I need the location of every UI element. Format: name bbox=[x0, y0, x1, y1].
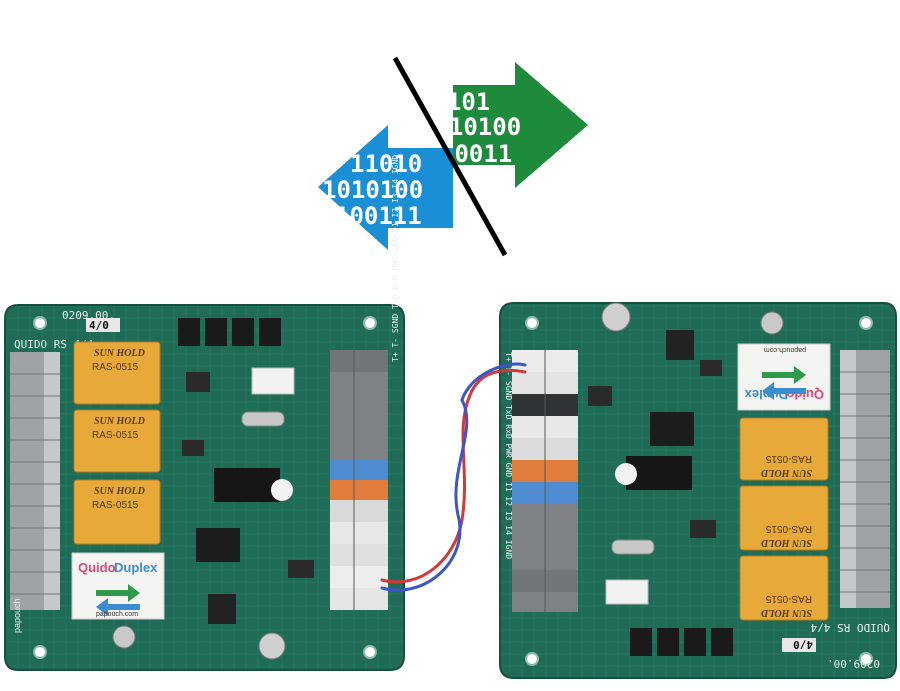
left-os-sticker bbox=[271, 479, 293, 501]
left-relay-1-brand: SUN HOLD bbox=[94, 348, 145, 359]
left-relay-terminal-block bbox=[10, 352, 60, 610]
right-logo-green-arrow-icon bbox=[762, 366, 806, 384]
left-logo-green-arrow-icon bbox=[96, 584, 140, 602]
left-board: 0209.00. QUIDO RS 4/4 4/0 SUN HOLD RAS-0… bbox=[4, 155, 405, 671]
twisted-pair-cable bbox=[380, 362, 527, 592]
left-terminal-labels: T+ T- SGND TxD RxD PWR GND I1 I2 I3 I4 I… bbox=[391, 155, 400, 362]
right-os-sticker bbox=[615, 463, 637, 485]
data-arrows: 01101 1010100 10011 11010 1010100 100111 bbox=[318, 56, 588, 257]
blue-arrow: 11010 1010100 100111 bbox=[318, 125, 453, 250]
right-relay-1: SUN HOLD RAS-0515 bbox=[739, 417, 829, 481]
right-relay-1-model: RAS-0515 bbox=[765, 453, 812, 464]
right-relay-3-model: RAS-0515 bbox=[765, 593, 812, 604]
blue-arrow-row-1: 11010 bbox=[350, 150, 422, 178]
left-microcontroller-chip bbox=[214, 468, 280, 502]
left-relay-3-brand: SUN HOLD bbox=[94, 486, 145, 497]
left-version-tag: 4/0 bbox=[89, 319, 109, 332]
right-relay-3: SUN HOLD RAS-0515 bbox=[739, 555, 829, 621]
green-arrow-row-1: 01101 bbox=[418, 88, 490, 116]
left-logo-blue-arrow-icon bbox=[96, 598, 140, 616]
left-components bbox=[112, 318, 314, 660]
right-quido-duplex-logo: Quido Duplex papouch.com bbox=[737, 343, 831, 411]
right-version-tag: 4/0 bbox=[793, 638, 813, 651]
right-relay-2-model: RAS-0515 bbox=[765, 523, 812, 534]
right-relay-3-brand: SUN HOLD bbox=[761, 607, 812, 618]
right-logo-blue-arrow-icon bbox=[762, 382, 806, 400]
left-relay-2-brand: SUN HOLD bbox=[94, 416, 145, 427]
left-logo-duplex: Duplex bbox=[114, 560, 158, 575]
right-microcontroller-chip bbox=[626, 456, 692, 490]
left-logo-url: papouch.com bbox=[96, 611, 138, 618]
right-part-number: 0209.00. bbox=[827, 657, 880, 670]
right-relay-terminal-block bbox=[840, 350, 890, 608]
right-components bbox=[588, 302, 784, 656]
right-capacitor bbox=[601, 302, 631, 332]
right-board: 0209.00. QUIDO RS 4/4 4/0 Quido Duplex p bbox=[499, 302, 897, 679]
left-relay-2: SUN HOLD RAS-0515 bbox=[73, 409, 161, 473]
right-model-label: QUIDO RS 4/4 bbox=[810, 621, 890, 634]
left-capacitor bbox=[258, 632, 286, 660]
left-io-terminal-block: T+ T- SGND TxD RxD PWR GND I1 I2 I3 I4 I… bbox=[330, 155, 400, 610]
right-terminal-labels: T+ T- SGND TxD RxD PWR GND I1 I2 I3 I4 I… bbox=[504, 352, 513, 559]
green-arrow-row-2: 1010100 bbox=[420, 113, 521, 141]
left-quido-duplex-logo: Quido Duplex papouch.com bbox=[71, 552, 165, 620]
divider-slash bbox=[392, 56, 508, 257]
green-arrow: 01101 1010100 10011 bbox=[418, 62, 588, 188]
left-maker-text: papouch bbox=[12, 598, 22, 633]
left-relay-3: SUN HOLD RAS-0515 bbox=[73, 479, 161, 545]
left-relay-1-model: RAS-0515 bbox=[92, 362, 139, 373]
right-io-terminal-block: T+ T- SGND TxD RxD PWR GND I1 I2 I3 I4 I… bbox=[504, 350, 578, 612]
left-relay-1: SUN HOLD RAS-0515 bbox=[73, 341, 161, 405]
right-relay-2: SUN HOLD RAS-0515 bbox=[739, 485, 829, 551]
green-arrow-row-3: 10011 bbox=[440, 140, 512, 168]
right-logo-url: papouch.com bbox=[764, 346, 806, 353]
right-relay-1-brand: SUN HOLD bbox=[761, 467, 812, 478]
left-relay-2-model: RAS-0515 bbox=[92, 430, 139, 441]
blue-arrow-row-2: 1010100 bbox=[322, 176, 423, 204]
left-relay-3-model: RAS-0515 bbox=[92, 500, 139, 511]
blue-arrow-row-3: 100111 bbox=[335, 202, 422, 230]
left-logo-quido: Quido bbox=[78, 560, 116, 575]
right-relay-2-brand: SUN HOLD bbox=[761, 537, 812, 548]
